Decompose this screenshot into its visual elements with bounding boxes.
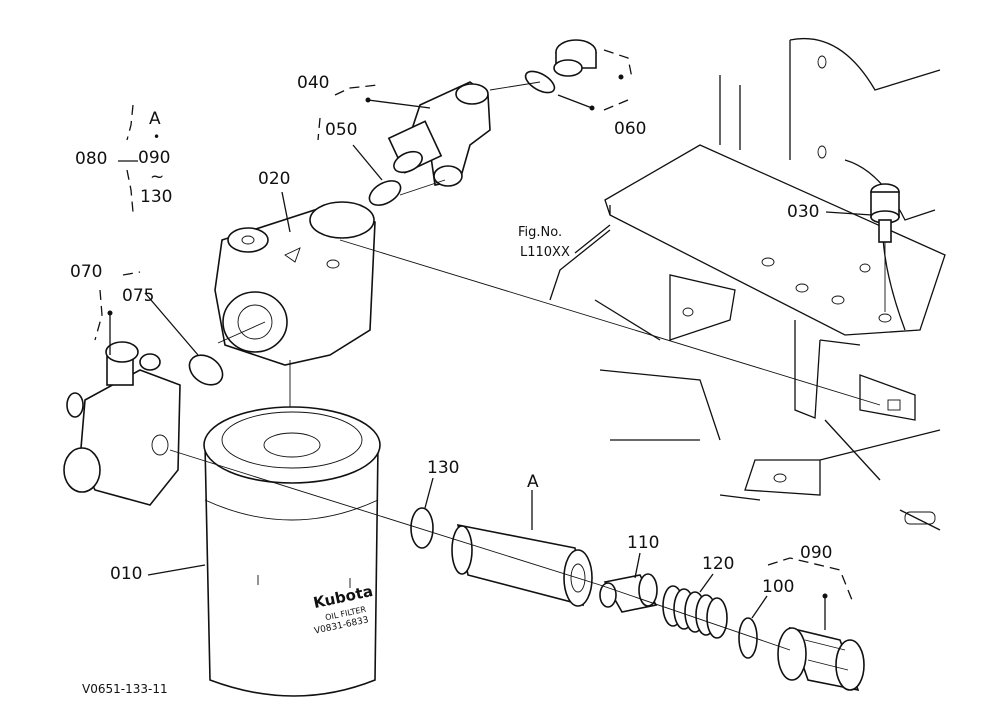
fig-ref-line2: L110XX — [520, 245, 570, 260]
figure-code: V0651-133-11 — [82, 682, 168, 696]
leader-lines — [107, 74, 873, 630]
o-ring-075 — [188, 354, 224, 386]
valve-body-A — [451, 523, 593, 607]
group-080-tick — [118, 160, 138, 162]
callout-100: 100 — [762, 577, 795, 597]
group-080-dot: • — [153, 130, 161, 144]
fig-ref-line1: Fig.No. — [518, 225, 563, 240]
group-080-tilde: ~ — [150, 167, 165, 187]
oil-filter-010 — [203, 406, 381, 697]
o-ring-130 — [410, 507, 434, 549]
spring-120 — [662, 585, 728, 639]
frame-structure — [549, 38, 946, 531]
callout-assembly-a: A — [527, 472, 539, 492]
callout-020: 020 — [258, 169, 291, 189]
plug-060 — [524, 39, 597, 94]
filter-head-020 — [214, 201, 376, 460]
callout-110: 110 — [627, 533, 660, 553]
callout-070: 070 — [70, 262, 103, 282]
valve-110 — [599, 573, 658, 613]
tee-fitting-070 — [63, 341, 181, 506]
callout-030: 030 — [787, 202, 820, 222]
plug-090 — [777, 626, 865, 692]
plug-030 — [870, 183, 900, 312]
group-080-a: A — [149, 109, 161, 129]
callout-120: 120 — [702, 554, 735, 574]
callout-075: 075 — [122, 286, 155, 306]
callout-050: 050 — [325, 120, 358, 140]
callout-040: 040 — [297, 73, 330, 93]
callout-090: 090 — [800, 543, 833, 563]
assembly-axis-lines — [169, 81, 881, 651]
elbow-040 — [368, 81, 491, 206]
callout-130: 130 — [427, 458, 460, 478]
o-ring-100 — [738, 617, 758, 659]
group-080-to: 130 — [140, 187, 173, 207]
callout-060: 060 — [614, 119, 647, 139]
callout-010: 010 — [110, 564, 143, 584]
group-080-from: 090 — [138, 148, 171, 168]
callout-080: 080 — [75, 149, 108, 169]
group-brackets — [94, 49, 853, 601]
